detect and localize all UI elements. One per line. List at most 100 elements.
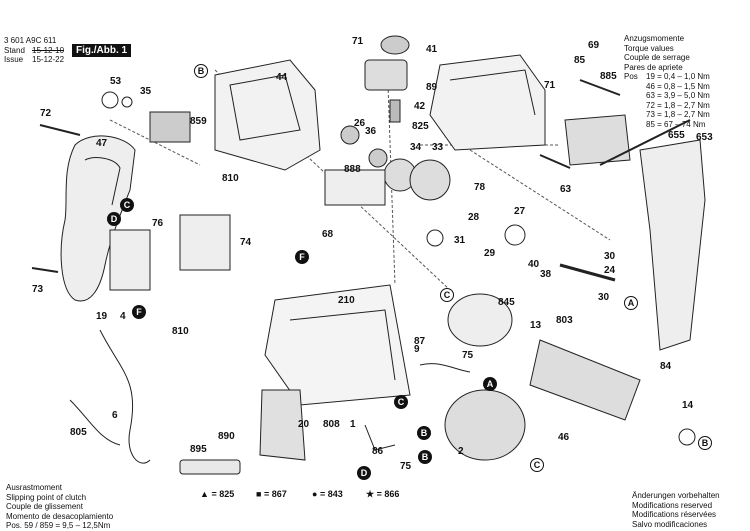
part-label-73: 73	[32, 284, 44, 295]
part-label-44: 44	[276, 72, 288, 83]
field-coil-2	[444, 389, 526, 461]
switch-block	[109, 229, 151, 291]
part-label-41: 41	[426, 44, 438, 55]
part-label-86: 86	[372, 446, 384, 457]
motor-housing-detail	[289, 309, 396, 381]
marker-b-bottom: B	[418, 450, 432, 464]
handle-detail	[84, 157, 121, 206]
marker-c-left: C	[120, 198, 134, 212]
marker-d-bottom: D	[357, 466, 371, 480]
part-label-9: 9	[414, 344, 420, 355]
cord-805	[69, 399, 121, 446]
screw-63	[539, 154, 571, 169]
chuck-85	[564, 114, 631, 166]
part-label-26: 26	[354, 118, 366, 129]
brush-holder-76	[179, 214, 231, 271]
part-label-2: 2	[458, 446, 464, 457]
part-label-78: 78	[474, 182, 486, 193]
part-label-859: 859	[190, 116, 207, 127]
part-label-30-top: 30	[604, 251, 616, 262]
part-label-87: 87	[414, 336, 426, 347]
part-label-42: 42	[414, 101, 426, 112]
part-label-210: 210	[338, 295, 355, 306]
part-label-40: 40	[528, 259, 540, 270]
stand-label: Stand	[4, 46, 25, 55]
knob-41	[380, 35, 410, 55]
part-label-46: 46	[558, 432, 570, 443]
gear-33	[409, 159, 451, 201]
screw-72	[39, 124, 81, 136]
washer-31	[426, 229, 444, 247]
aux-handle-653	[639, 139, 706, 351]
marker-c-bottom: C	[530, 458, 544, 472]
issue-value: 15-12-22	[32, 55, 65, 64]
gear-36	[368, 148, 388, 168]
part-label-69: 69	[588, 40, 600, 51]
part-label-31: 31	[454, 235, 466, 246]
handle-housing	[60, 135, 136, 302]
part-label-38: 38	[540, 269, 552, 280]
part-label-89: 89	[426, 82, 438, 93]
part-label-33: 33	[432, 142, 444, 153]
housing-base-20	[259, 389, 306, 461]
part-label-4: 4	[120, 311, 126, 322]
issue-label: Issue	[4, 55, 24, 64]
marker-c-fan: C	[440, 288, 454, 302]
part-label-1: 1	[350, 419, 356, 430]
marker-a-mid: A	[483, 377, 497, 391]
part-label-27: 27	[514, 206, 526, 217]
marker-b-right: B	[698, 436, 712, 450]
cable-86	[364, 424, 396, 451]
part-label-36: 36	[365, 126, 377, 137]
screw-73	[31, 267, 59, 273]
grease-tube-895	[179, 459, 241, 475]
part-label-6: 6	[112, 410, 118, 421]
switch-89	[364, 59, 408, 91]
part-label-845: 845	[498, 297, 515, 308]
torque-title: Anzugsmomente Torque values Couple de se…	[624, 34, 690, 72]
part-label-895: 895	[190, 444, 207, 455]
part-label-35: 35	[140, 86, 152, 97]
washer-35	[121, 96, 133, 108]
part-label-75-top: 75	[462, 350, 474, 361]
part-label-808: 808	[323, 419, 340, 430]
fan-845	[447, 293, 513, 347]
part-label-63: 63	[560, 184, 572, 195]
gear-housing-detail	[449, 69, 536, 116]
assembly-888	[324, 169, 386, 206]
part-label-85: 85	[574, 55, 586, 66]
part-label-28: 28	[468, 212, 480, 223]
marker-b-top: B	[194, 64, 208, 78]
part-label-890: 890	[218, 431, 235, 442]
part-label-20: 20	[298, 419, 310, 430]
marker-f-mid: F	[295, 250, 309, 264]
legend-triangle: ▲ = 825	[200, 489, 235, 499]
chuck-key-885	[579, 79, 621, 96]
part-label-24: 24	[604, 265, 616, 276]
part-label-810-top: 810	[222, 173, 239, 184]
gear-housing	[429, 54, 546, 151]
part-label-14: 14	[682, 400, 694, 411]
marker-d-left: D	[107, 212, 121, 226]
housing-inner	[229, 74, 301, 141]
stand-value: 15-12-10	[32, 46, 65, 55]
marker-b-mid: B	[417, 426, 431, 440]
part-number: 3 601 A9C 611	[4, 36, 57, 45]
part-label-655: 655	[668, 130, 685, 141]
part-label-75-bottom: 75	[400, 461, 412, 472]
cord	[99, 329, 151, 464]
legend-star: ★ = 866	[366, 489, 400, 499]
cable-87	[419, 363, 471, 373]
clutch-note: Ausrastmoment Slipping point of clutch C…	[6, 483, 114, 530]
part-label-810-bottom: 810	[172, 326, 189, 337]
part-label-29: 29	[484, 248, 496, 259]
part-label-805: 805	[70, 427, 87, 438]
part-label-34: 34	[410, 142, 422, 153]
part-label-803: 803	[556, 315, 573, 326]
part-label-13: 13	[530, 320, 542, 331]
part-label-653: 653	[696, 132, 713, 143]
changes-note: Änderungen vorbehalten Modifications res…	[632, 491, 720, 529]
part-label-30-bottom: 30	[598, 292, 610, 303]
part-label-76: 76	[152, 218, 164, 229]
